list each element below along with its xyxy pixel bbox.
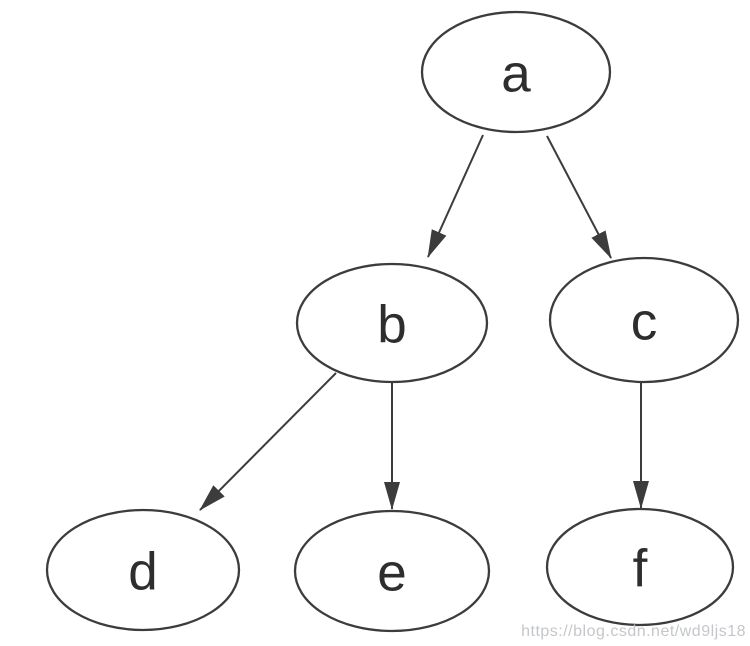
- edge-a-c: [546, 135, 612, 259]
- node-b-label: b: [377, 296, 406, 355]
- node-f: f: [545, 507, 735, 627]
- node-d-ellipse: [45, 508, 241, 632]
- node-b: b: [295, 262, 489, 384]
- node-f-ellipse: [545, 507, 735, 627]
- node-b-ellipse: [295, 262, 489, 384]
- node-c-ellipse: [548, 256, 740, 384]
- node-c: c: [548, 256, 740, 384]
- edge-a-b: [427, 134, 484, 258]
- node-d-label: d: [128, 543, 157, 602]
- node-d: d: [45, 508, 241, 632]
- node-e: e: [293, 509, 491, 633]
- node-c-label: c: [631, 293, 658, 352]
- edge-b-d: [199, 372, 337, 511]
- node-a-label: a: [501, 45, 531, 104]
- node-a: a: [420, 10, 612, 134]
- node-e-label: e: [377, 544, 406, 603]
- node-f-label: f: [633, 540, 648, 599]
- node-e-ellipse: [293, 509, 491, 633]
- node-a-ellipse: [420, 10, 612, 134]
